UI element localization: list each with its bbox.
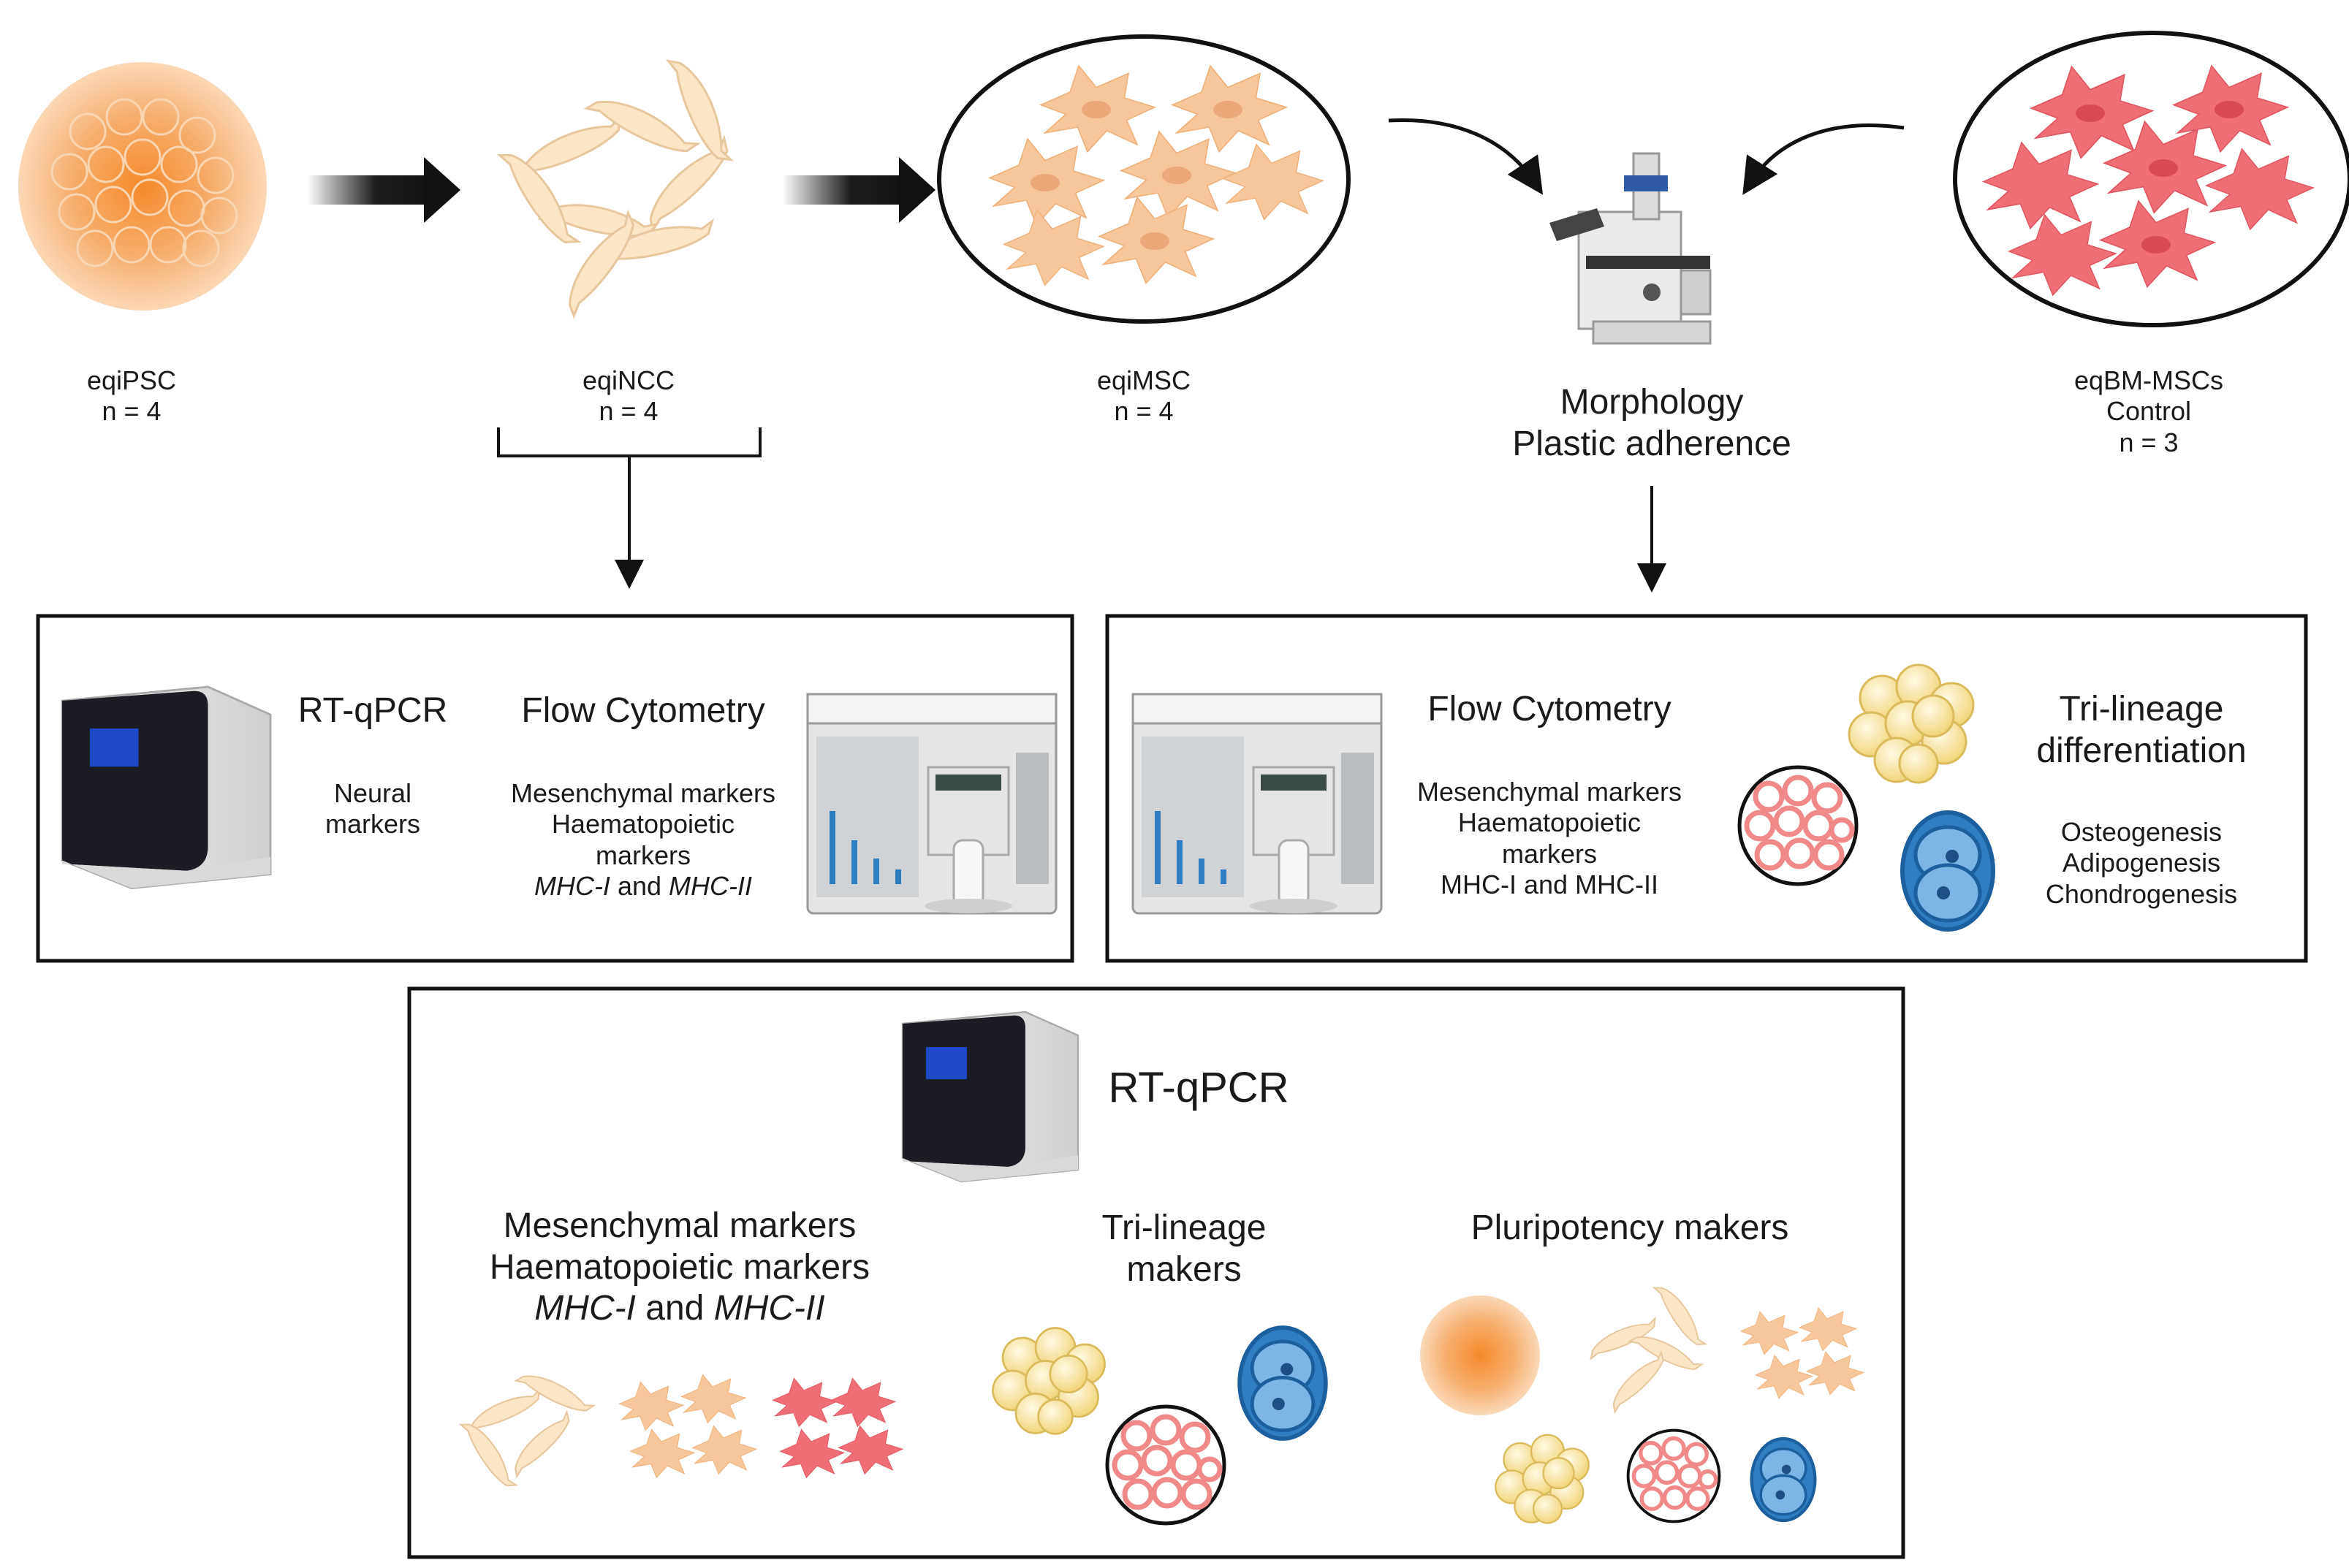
ncc-cells-icon	[498, 50, 742, 318]
stage-name: eqiNCC	[582, 365, 675, 395]
box-right-flow-title: Flow Cytometry	[1427, 690, 1671, 728]
box-bottom-rtqpcr-title: RT-qPCR	[1108, 1064, 1289, 1111]
msc-cells-icon	[618, 1374, 757, 1478]
ncc-bracket	[497, 427, 762, 589]
osteoblast-icon	[1752, 1439, 1815, 1521]
control-sub: Control	[2106, 396, 2192, 427]
label-microscope-step: Morphology Plastic adherence	[1491, 382, 1813, 465]
box-left-flow-title: Flow Cytometry	[521, 691, 765, 730]
label-eqimsc: eqiMSC n = 4	[1085, 365, 1202, 427]
chondrocyte-icon	[1739, 767, 1856, 884]
adipocyte-icon	[1848, 663, 1975, 784]
and: and	[617, 871, 662, 902]
box-gene-expression	[407, 986, 1905, 1559]
flow-cytometer-icon	[1131, 693, 1383, 915]
line: markers	[325, 809, 420, 840]
line: Haematopoietic	[1457, 807, 1642, 838]
box-right-tri-list: Osteogenesis Adipogenesis Chondrogenesis	[2017, 817, 2266, 910]
msc-cells-icon	[1740, 1307, 1864, 1399]
line: differentiation	[2036, 731, 2247, 770]
line: Mesenchymal markers	[503, 1206, 857, 1245]
box-msc-analysis	[1105, 614, 2308, 963]
label-eqincc: eqiNCC n = 4	[570, 365, 687, 427]
label-eqbm-mscs: eqBM-MSCs Control n = 3	[2061, 365, 2236, 458]
line: Mesenchymal markers	[510, 778, 776, 808]
box-bottom-pluripotency: Pluripotency makers	[1471, 1209, 1789, 1247]
mhc-ii: MHC-II	[669, 871, 753, 902]
line: Chondrogenesis	[2045, 878, 2238, 909]
osteoblast-icon	[1240, 1328, 1326, 1439]
flow-cytometer-icon	[806, 693, 1058, 915]
adipocyte-icon	[1495, 1434, 1590, 1524]
line: Haematopoietic markers	[489, 1247, 870, 1287]
mhc-ii: MHC-II	[713, 1289, 825, 1328]
label-eqipsc: eqiPSC n = 4	[73, 365, 190, 427]
line: makers	[1126, 1249, 1242, 1289]
stage-n: n = 4	[1114, 396, 1174, 427]
qpcr-machine-icon	[61, 685, 272, 889]
stage-name: eqiMSC	[1096, 365, 1191, 395]
chondrocyte-icon	[1107, 1407, 1224, 1523]
morphology-label: Morphology	[1560, 383, 1744, 422]
ipsc-colony-icon	[1420, 1295, 1540, 1415]
line: markers	[1501, 838, 1597, 869]
control-name: eqBM-MSCs	[2073, 365, 2224, 395]
osteoblast-icon	[1902, 812, 1993, 929]
line: MHC-I and MHC-II	[1440, 869, 1659, 900]
chondrocyte-icon	[1628, 1431, 1720, 1522]
adipocyte-icon	[992, 1327, 1106, 1435]
box-right-flow-markers: Mesenchymal markers Haematopoietic marke…	[1389, 777, 1710, 901]
mhc-i: MHC-I	[534, 871, 610, 902]
stage-n: n = 4	[102, 396, 162, 427]
arrow-ncc-to-msc	[782, 157, 936, 223]
line: Tri-lineage	[1101, 1209, 1267, 1247]
ncc-cells-icon	[460, 1364, 595, 1495]
arrow-ipsc-to-ncc	[307, 157, 460, 223]
qpcr-machine-icon	[901, 1011, 1079, 1183]
msc-dish-icon	[937, 34, 1351, 324]
stage-n: n = 4	[599, 396, 659, 427]
and: and	[645, 1289, 705, 1328]
bm-msc-dish-icon	[1953, 31, 2349, 327]
plastic-adherence-label: Plastic adherence	[1512, 424, 1791, 463]
box-bottom-tri: Tri-lineage makers	[1060, 1208, 1308, 1290]
box-right-tri-title: Tri-lineage differentiation	[2003, 689, 2280, 772]
box-left-rtqpcr-title: RT-qPCR	[297, 691, 448, 730]
line: Osteogenesis	[2060, 817, 2223, 847]
line: Neural	[333, 778, 412, 808]
box-left-flow-markers: Mesenchymal markers Haematopoietic marke…	[482, 778, 804, 902]
curve-arrow-msc-to-microscope	[1388, 118, 1544, 195]
line: Mesenchymal markers	[1416, 777, 1682, 807]
ncc-cells-icon	[1584, 1279, 1707, 1413]
box-bottom-markers: Mesenchymal markers Haematopoietic marke…	[460, 1206, 899, 1330]
bm-msc-cells-icon	[772, 1377, 903, 1478]
microscope-icon	[1549, 152, 1712, 345]
stage-name: eqiPSC	[86, 365, 177, 395]
line: Haematopoietic	[551, 809, 735, 840]
mhc-line: MHC-I and MHC-II	[482, 871, 804, 902]
box-ncc-analysis	[36, 614, 1074, 963]
line: markers	[595, 840, 691, 870]
ipsc-colony-icon	[18, 62, 267, 311]
box-left-rtqpcr-markers: Neural markers	[292, 778, 453, 840]
mhc-i: MHC-I	[534, 1289, 636, 1328]
control-n: n = 3	[2119, 427, 2179, 457]
line: Adipogenesis	[2062, 848, 2221, 878]
curve-arrow-bm-to-microscope	[1742, 123, 1905, 195]
mhc-line: MHC-I and MHC-II	[460, 1288, 899, 1330]
line: Tri-lineage	[2059, 690, 2224, 728]
